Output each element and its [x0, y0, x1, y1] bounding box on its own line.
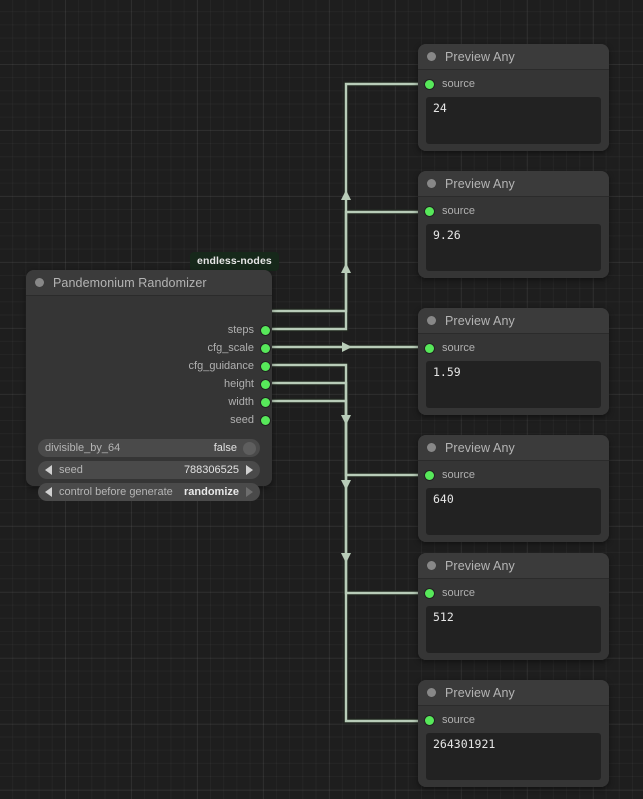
node-body: source 264301921 [418, 706, 609, 787]
node-package-badge: endless-nodes [190, 252, 279, 271]
circle-icon[interactable] [427, 316, 436, 325]
output-slot-steps[interactable]: steps [228, 321, 270, 339]
output-slot-seed[interactable]: seed [230, 411, 270, 429]
output-slot-label: seed [230, 414, 254, 426]
output-slot-dot[interactable] [261, 361, 270, 371]
circle-icon[interactable] [427, 179, 436, 188]
input-slot-label: source [442, 205, 476, 217]
node-preview-any-3[interactable]: Preview Any source 1.59 [418, 308, 609, 415]
node-header[interactable]: Preview Any [418, 553, 609, 579]
output-slot-label: steps [227, 324, 254, 336]
node-title: Preview Any [445, 49, 515, 64]
node-preview-any-2[interactable]: Preview Any source 9.26 [418, 171, 609, 278]
input-slot-dot[interactable] [425, 343, 434, 353]
preview-text-value[interactable]: 24 [426, 97, 601, 144]
input-slot-source[interactable]: source [425, 75, 475, 93]
input-slot-dot[interactable] [425, 470, 434, 480]
input-slot-source[interactable]: source [425, 339, 475, 357]
node-title: Preview Any [445, 313, 515, 328]
widget-value: randomize [183, 486, 239, 498]
output-slot-label: height [224, 378, 254, 390]
input-slot-label: source [442, 78, 476, 90]
widget-seed[interactable]: seed 788306525 [38, 461, 260, 479]
output-slot-label: cfg_scale [207, 342, 254, 354]
node-preview-any-1[interactable]: Preview Any source 24 [418, 44, 609, 151]
node-header[interactable]: Preview Any [418, 171, 609, 197]
output-slot-dot[interactable] [261, 343, 270, 353]
circle-icon[interactable] [427, 688, 436, 697]
node-header[interactable]: Preview Any [418, 308, 609, 334]
input-slot-label: source [442, 587, 476, 599]
node-title: Pandemonium Randomizer [53, 275, 207, 290]
arrow-left-icon[interactable] [45, 465, 52, 475]
toggle-knob-icon[interactable] [243, 441, 256, 455]
node-title: Preview Any [445, 685, 515, 700]
node-preview-any-6[interactable]: Preview Any source 264301921 [418, 680, 609, 787]
node-header[interactable]: Pandemonium Randomizer [26, 270, 272, 296]
preview-text-value[interactable]: 1.59 [426, 361, 601, 408]
output-slot-cfg_guidance[interactable]: cfg_guidance [189, 357, 270, 375]
widget-label: seed [59, 464, 83, 476]
arrow-right-icon[interactable] [246, 487, 253, 497]
widget-label: divisible_by_64 [45, 442, 121, 454]
node-body: steps cfg_scale cfg_guidance height widt… [26, 296, 272, 501]
input-slot-dot[interactable] [425, 79, 434, 89]
input-slot-source[interactable]: source [425, 584, 475, 602]
preview-text-value[interactable]: 264301921 [426, 733, 601, 780]
input-slot-dot[interactable] [425, 206, 434, 216]
node-preview-any-4[interactable]: Preview Any source 640 [418, 435, 609, 542]
node-header[interactable]: Preview Any [418, 44, 609, 70]
node-title: Preview Any [445, 440, 515, 455]
output-slot-dot[interactable] [261, 415, 270, 425]
link-seed-to-preview-6 [266, 399, 429, 723]
preview-text-value[interactable]: 9.26 [426, 224, 601, 271]
circle-icon[interactable] [35, 278, 44, 287]
widget-control-before-generate[interactable]: control before generate randomize [38, 483, 260, 501]
preview-text-value[interactable]: 640 [426, 488, 601, 535]
input-slot-source[interactable]: source [425, 711, 475, 729]
widget-value: 788306525 [183, 464, 239, 476]
output-slot-dot[interactable] [261, 379, 270, 389]
input-slot-label: source [442, 342, 476, 354]
node-header[interactable]: Preview Any [418, 435, 609, 461]
node-body: source 640 [418, 461, 609, 542]
widget-value: false [213, 442, 237, 454]
input-slot-dot[interactable] [425, 588, 434, 598]
input-slot-label: source [442, 714, 476, 726]
node-body: source 9.26 [418, 197, 609, 278]
input-slot-label: source [442, 469, 476, 481]
node-title: Preview Any [445, 176, 515, 191]
node-title: Preview Any [445, 558, 515, 573]
input-slot-source[interactable]: source [425, 466, 475, 484]
arrow-right-icon[interactable] [246, 465, 253, 475]
widget-label: control before generate [59, 486, 173, 498]
input-slot-dot[interactable] [425, 715, 434, 725]
output-slot-width[interactable]: width [228, 393, 270, 411]
circle-icon[interactable] [427, 52, 436, 61]
node-body: source 512 [418, 579, 609, 660]
node-body: source 1.59 [418, 334, 609, 415]
link-width-to-preview-5 [266, 381, 429, 595]
output-slot-dot[interactable] [261, 397, 270, 407]
output-slot-label: cfg_guidance [188, 360, 254, 372]
output-slot-label: width [228, 396, 254, 408]
node-body: source 24 [418, 70, 609, 151]
preview-text-value[interactable]: 512 [426, 606, 601, 653]
output-slot-cfg_scale[interactable]: cfg_scale [208, 339, 270, 357]
circle-icon[interactable] [427, 561, 436, 570]
input-slot-source[interactable]: source [425, 202, 475, 220]
node-preview-any-5[interactable]: Preview Any source 512 [418, 553, 609, 660]
node-header[interactable]: Preview Any [418, 680, 609, 706]
link-steps-to-preview-1 [266, 82, 429, 313]
arrow-left-icon[interactable] [45, 487, 52, 497]
link-cfg_scale-to-preview-2 [266, 210, 429, 331]
output-slot-dot[interactable] [261, 325, 270, 335]
node-pandemonium-randomizer[interactable]: Pandemonium Randomizer steps cfg_scale c… [26, 270, 272, 501]
link-direction-markers [341, 190, 352, 563]
widget-divisible-by-64[interactable]: divisible_by_64 false [38, 439, 260, 457]
link-height-to-preview-4 [266, 363, 429, 477]
output-slot-height[interactable]: height [224, 375, 270, 393]
circle-icon[interactable] [427, 443, 436, 452]
